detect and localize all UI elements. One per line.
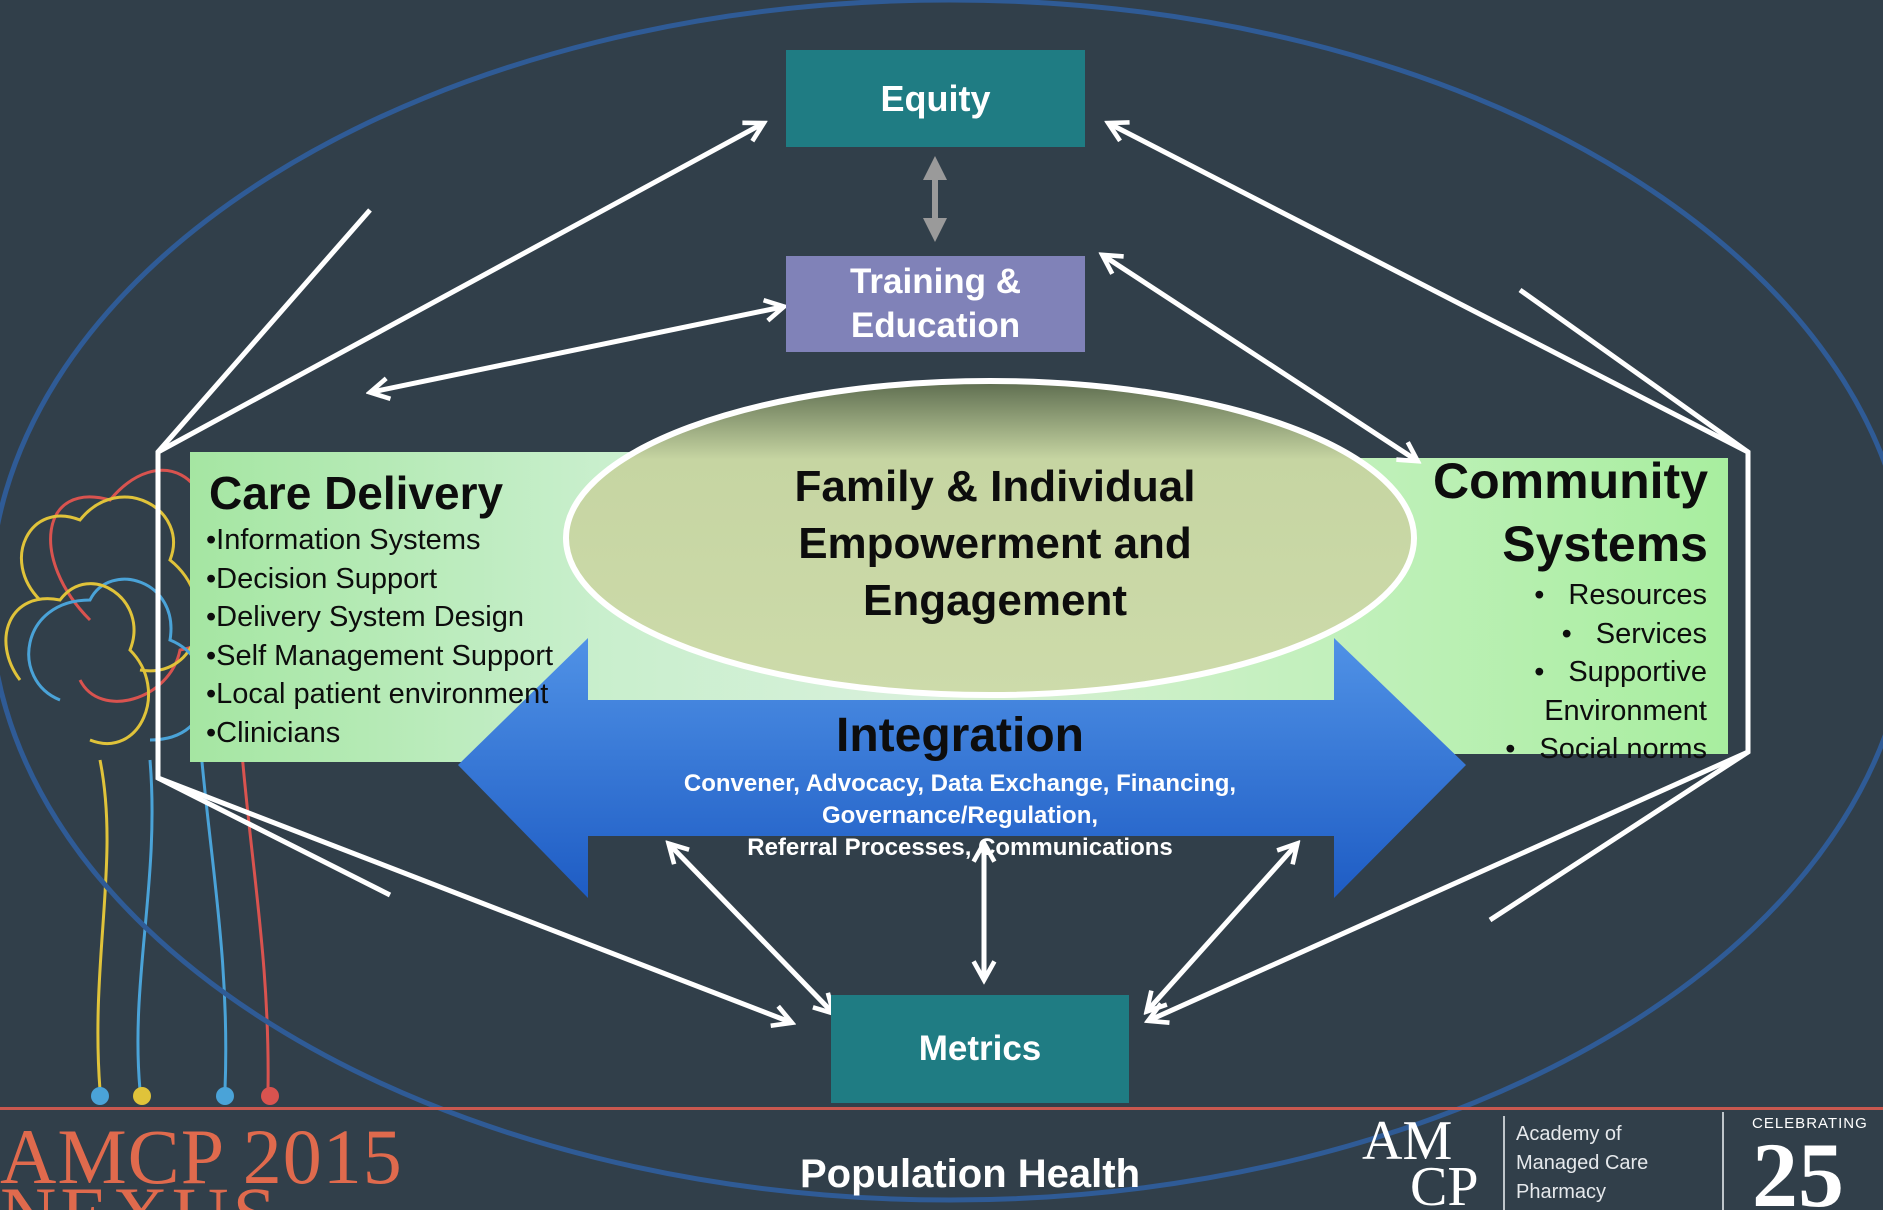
anniversary-divider [1722,1112,1724,1210]
hexagon-outline-right [1488,287,1751,923]
care-delivery-list: Information Systems Decision Support Del… [206,521,553,752]
footer-divider [0,1107,1883,1110]
community-systems-item: •Supportive [1534,656,1707,688]
community-systems-list: •Resources •Services •Supportive Environ… [1377,576,1707,769]
amcp-logo-top: AM [1362,1110,1453,1172]
hexagon-outline-left [155,208,392,898]
academy-name: Academy of Managed Care Pharmacy [1516,1123,1649,1203]
care-delivery-item: Self Management Support [206,637,553,676]
event-logo-text: AMCP 2015 [0,1113,403,1200]
arrow-integration-left-metrics [670,845,832,1012]
logo-divider [1503,1116,1505,1210]
integration-subtitle-line2: Referral Processes, Communications [747,834,1173,861]
celebrating-label: CELEBRATING [1752,1115,1868,1132]
care-delivery-title: Care Delivery [209,467,504,519]
family-empowerment-label: Family & Individual Empowerment and Enga… [794,462,1196,625]
equity-box: Equity [786,50,1085,147]
integration-arrow [458,638,1466,898]
amcp-logo-bottom: CP [1410,1156,1479,1210]
community-systems-item: •Resources [1534,579,1707,611]
arrow-training-community [1104,256,1416,460]
community-systems-title: Community Systems [1433,453,1708,572]
integration-subtitle: Convener, Advocacy, Data Exchange, Finan… [560,768,1360,864]
event-name-text: NEXUS [0,1170,280,1210]
integration-title: Integration [836,709,1084,762]
care-delivery-item: Information Systems [206,521,553,560]
anniversary-number: 25 [1752,1124,1844,1210]
care-delivery-item: Clinicians [206,714,553,753]
metrics-box: Metrics [831,995,1129,1103]
arrow-care-training [372,307,782,392]
care-delivery-item: Local patient environment [206,675,553,714]
arrow-care-to-equity [156,124,762,455]
arrow-community-to-equity [1110,124,1750,455]
community-systems-item-continued: Environment [1544,694,1707,727]
community-systems-item: •Social norms [1505,733,1707,765]
community-systems-item: •Services [1561,617,1707,650]
care-delivery-item: Delivery System Design [206,598,553,637]
amcp-logo: AM CP [1362,1110,1479,1210]
training-education-box: Training & Education [786,256,1085,352]
care-delivery-item: Decision Support [206,560,553,599]
arrow-integration-right-metrics [1148,845,1296,1010]
integration-subtitle-line1: Convener, Advocacy, Data Exchange, Finan… [683,770,1237,829]
population-health-label: Population Health [800,1152,1140,1196]
